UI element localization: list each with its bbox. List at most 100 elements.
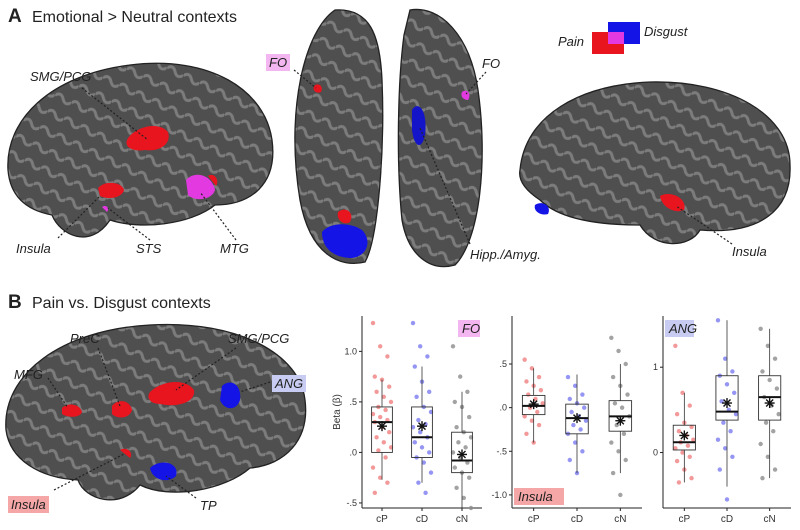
mean-marker [765,399,774,408]
data-point [582,405,587,410]
data-point [610,470,616,476]
data-point [717,467,722,472]
legend-disgust-label: Disgust [644,24,688,39]
blob-sts [102,205,109,212]
data-point [715,318,721,323]
chart-title-2: ANG [668,321,697,336]
y-tick-label-2-1: 1 [653,362,658,372]
data-point [379,377,385,382]
y-tick-label-0-2: .5 [349,397,357,407]
panel-b-brain [5,323,307,501]
data-point [687,454,692,459]
data-point [381,440,386,445]
data-point [414,394,419,400]
data-point [418,430,423,435]
label-smg-pcg-a: SMG/PCG [30,69,92,84]
panel-a-leaders [57,69,733,245]
data-point [567,457,572,463]
data-point [724,382,730,387]
box [608,400,633,432]
y-tick-label-0-3: 1.0 [344,346,357,356]
data-point [573,383,578,389]
data-point [610,374,616,380]
y-tick-label-1-2: .0 [499,403,507,413]
blob-mtg-edge [208,174,218,186]
data-point [578,427,583,432]
panel-b-leaders [47,347,271,499]
panel-a-brains [7,8,791,268]
data-point [612,401,618,406]
data-point [767,377,772,383]
chart-title-highlight-0 [458,320,480,337]
data-point [771,429,776,434]
data-point [370,320,376,326]
label-ang: ANG [272,375,307,392]
data-point [452,465,457,470]
y-axis-label: Beta (β) [332,394,343,430]
mean-marker [616,416,625,425]
data-point [423,490,428,496]
data-point [680,450,685,455]
data-point [724,497,730,502]
data-point [760,475,765,481]
blob-insula-right [660,193,685,212]
data-point [536,422,542,428]
data-point [772,467,778,472]
blob-ang [220,382,241,409]
x-tick-label-2-1: cD [721,514,733,525]
data-point [383,407,388,413]
blob-smg-pcg [126,126,169,151]
data-point [456,440,461,445]
data-point [776,411,781,417]
label-insula-a: Insula [16,241,51,256]
x-tick-label-1-2: cN [614,514,626,525]
blob-mtg [186,174,215,200]
data-point [728,429,733,434]
data-point [623,361,628,367]
data-point [715,437,721,442]
data-point [412,364,417,369]
data-point [758,441,763,447]
data-point [454,485,459,490]
x-tick-label-1-1: cD [571,514,583,525]
data-point [774,386,780,391]
data-point [467,414,472,420]
label-insula-right: Insula [732,244,767,259]
y-tick-label-0-0: -.5 [346,498,357,508]
data-point [374,389,379,394]
data-point [452,399,457,405]
brain-dorsal-right [397,8,483,268]
data-point [378,414,383,420]
data-point [454,424,459,430]
data-point [465,389,470,394]
data-point [676,429,682,434]
data-point [721,420,726,425]
data-point [540,401,545,406]
data-point [567,396,572,402]
data-point [461,495,466,501]
y-tick-label-1-1: -.5 [496,446,507,456]
chart-title-1: Insula [518,489,553,504]
y-tick-label-0-1: .0 [349,447,357,457]
data-point [535,409,540,415]
panel-a-letter: A [8,6,22,27]
data-point [723,356,728,361]
y-tick-label-2-0: 0 [653,448,658,458]
data-point [732,390,737,395]
data-point [370,465,376,470]
data-point [680,390,685,395]
data-point [526,392,531,397]
data-point [468,505,474,511]
data-point [619,405,625,410]
data-point [378,475,383,480]
data-point [428,470,434,475]
data-point [625,392,630,397]
data-point [765,343,771,349]
box [371,406,393,453]
label-fo-right: FO [482,56,501,71]
box [715,375,739,421]
data-point [383,455,388,460]
x-tick-label-1-0: cP [528,514,540,525]
data-point [416,480,421,485]
